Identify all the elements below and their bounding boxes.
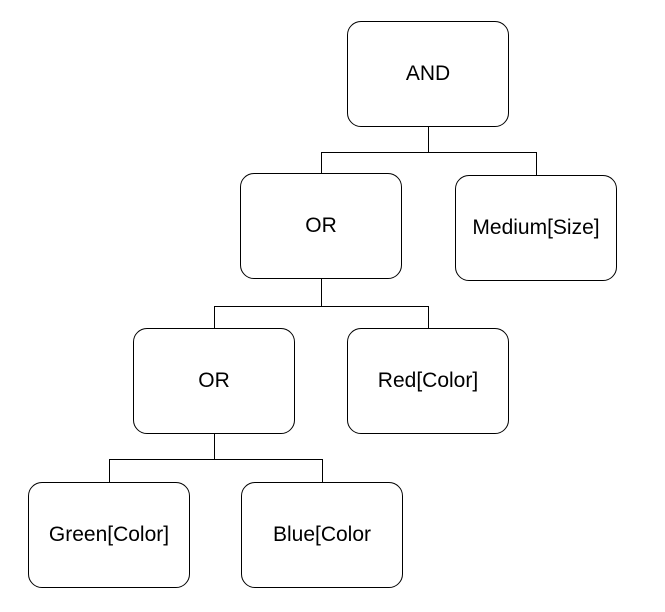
tree-node-green-color[interactable]: Green[Color]: [28, 482, 190, 588]
tree-node-blue-color[interactable]: Blue[Color: [241, 482, 403, 588]
node-label-and: AND: [405, 62, 451, 85]
connector-and-to-or-drop: [321, 152, 322, 173]
connector-or2-stem: [321, 279, 322, 306]
node-label-or-level3: OR: [198, 369, 230, 392]
tree-node-red-color[interactable]: Red[Color]: [347, 328, 509, 434]
tree-node-or-level2[interactable]: OR: [240, 173, 402, 279]
node-label-or-level2: OR: [305, 214, 337, 237]
connector-or3-to-blue-drop: [322, 459, 323, 482]
tree-node-and-root[interactable]: AND: [347, 21, 509, 127]
connector-or2-crossbar: [214, 306, 429, 307]
connector-or2-to-red-drop: [428, 306, 429, 328]
node-label-medium-size: Medium[Size]: [472, 216, 600, 239]
tree-node-medium-size[interactable]: Medium[Size]: [455, 175, 617, 281]
tree-node-or-level3[interactable]: OR: [133, 328, 295, 434]
connector-or3-stem: [214, 434, 215, 459]
connector-and-stem: [428, 127, 429, 152]
connector-and-crossbar: [321, 152, 537, 153]
node-label-red-color: Red[Color]: [377, 369, 479, 392]
connector-or3-crossbar: [109, 459, 323, 460]
node-label-blue-color: Blue[Color: [272, 523, 372, 546]
node-label-green-color: Green[Color]: [48, 523, 170, 546]
connector-and-to-medium-drop: [536, 152, 537, 175]
connector-or3-to-green-drop: [109, 459, 110, 482]
connector-or2-to-or-drop: [214, 306, 215, 328]
